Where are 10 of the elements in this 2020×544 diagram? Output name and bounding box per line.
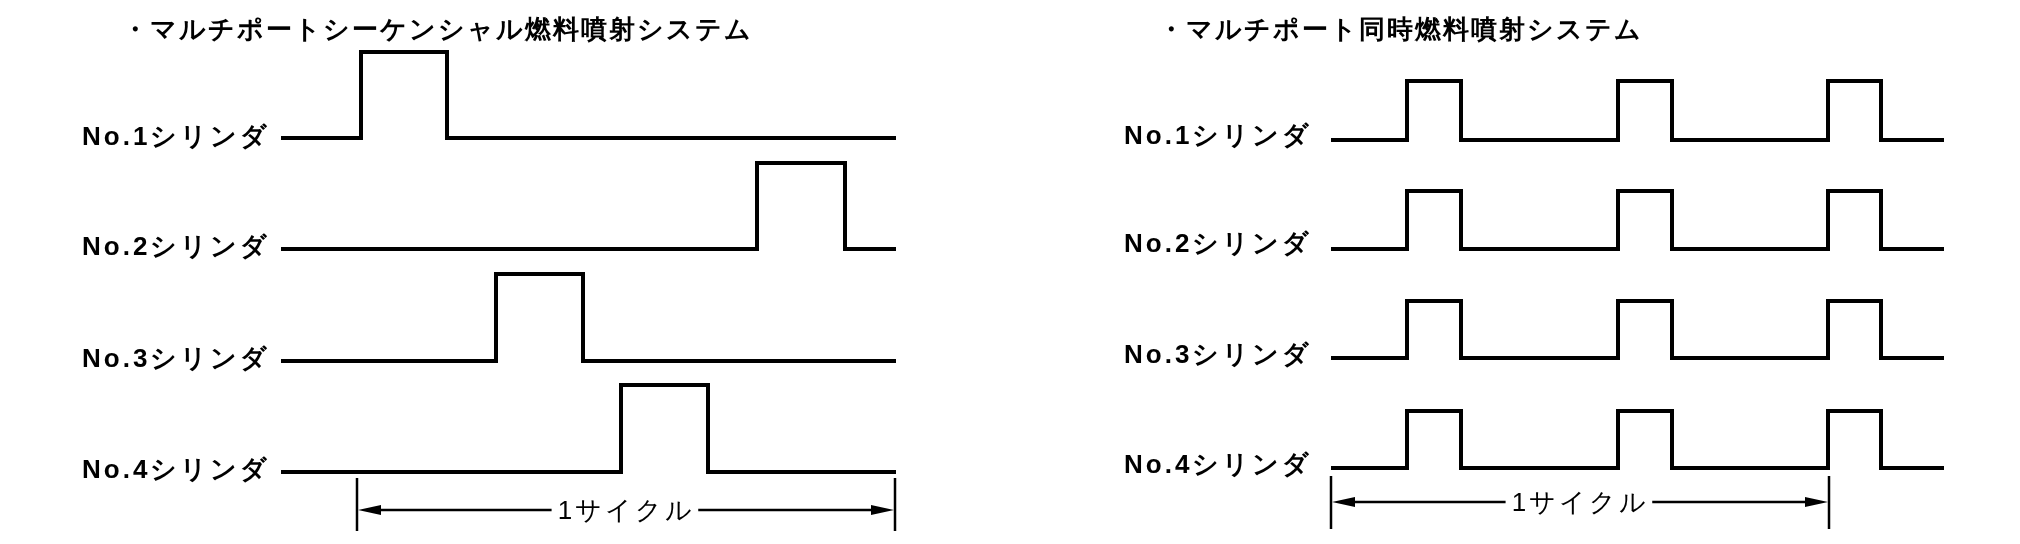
cylinder-label: No.2シリンダ [82,233,271,259]
section-title: ・マルチポート同時燃料噴射システム [1158,16,1643,42]
cylinder-label: No.3シリンダ [82,345,271,371]
cylinder-label: No.1シリンダ [1124,122,1313,148]
cylinder-label: No.4シリンダ [82,456,271,482]
section-title: ・マルチポートシーケンシャル燃料噴射システム [122,16,753,42]
cylinder-label: No.1シリンダ [82,123,271,149]
cylinder-label: No.3シリンダ [1124,341,1313,367]
cylinder-label: No.4シリンダ [1124,451,1313,477]
cylinder-label: No.2シリンダ [1124,230,1313,256]
